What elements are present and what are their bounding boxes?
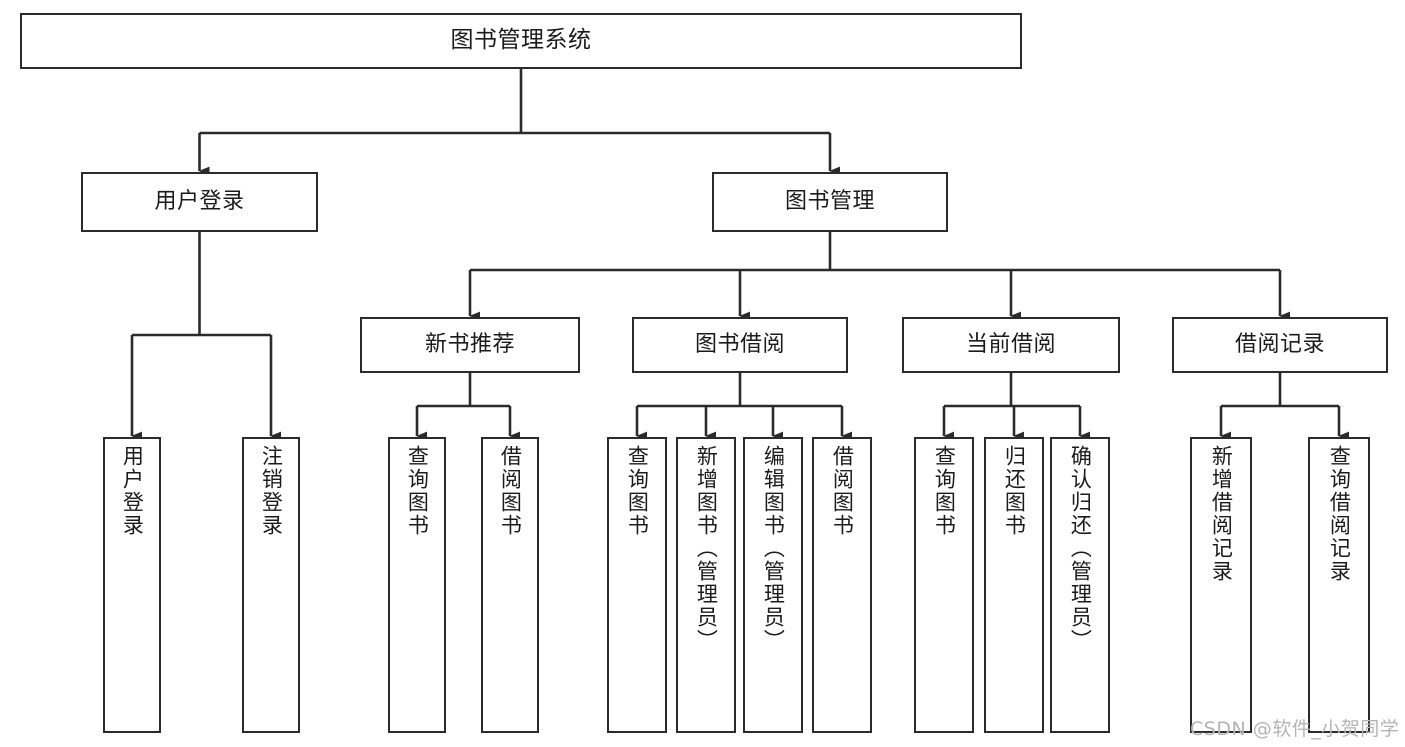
node-label: 查询图书 xyxy=(932,445,957,537)
node-label: 查询借阅记录 xyxy=(1327,445,1352,583)
node-user-login[interactable]: 用户登录 xyxy=(81,172,318,232)
node-label: 新增图书（管理员） xyxy=(694,445,719,652)
node-leaf-query-book-2[interactable]: 查询图书 xyxy=(607,437,667,733)
node-label: 查询图书 xyxy=(405,445,430,537)
node-leaf-borrow-book-1[interactable]: 借阅图书 xyxy=(481,437,539,733)
node-leaf-user-login[interactable]: 用户登录 xyxy=(103,437,161,733)
node-label: 借阅图书 xyxy=(498,445,523,537)
node-leaf-query-book-1[interactable]: 查询图书 xyxy=(388,437,446,733)
node-label: 编辑图书（管理员） xyxy=(761,445,786,652)
node-label: 图书借阅 xyxy=(694,332,785,358)
node-label: 确认归还（管理员） xyxy=(1068,445,1093,652)
node-current-borrow[interactable]: 当前借阅 xyxy=(902,317,1120,373)
node-book-manage[interactable]: 图书管理 xyxy=(712,172,948,232)
node-label: 新书推荐 xyxy=(424,332,515,358)
node-label: 新增借阅记录 xyxy=(1209,445,1234,583)
node-root[interactable]: 图书管理系统 xyxy=(20,13,1022,69)
node-label: 图书管理 xyxy=(784,189,875,215)
node-leaf-query-record[interactable]: 查询借阅记录 xyxy=(1308,437,1370,733)
node-label: 借阅记录 xyxy=(1234,332,1325,358)
node-leaf-query-book-3[interactable]: 查询图书 xyxy=(914,437,974,733)
node-label: 查询图书 xyxy=(625,445,650,537)
node-leaf-add-book[interactable]: 新增图书（管理员） xyxy=(676,437,736,733)
node-label: 用户登录 xyxy=(154,189,245,215)
node-leaf-logout[interactable]: 注销登录 xyxy=(242,437,300,733)
node-label: 当前借阅 xyxy=(965,332,1056,358)
node-label: 图书管理系统 xyxy=(450,27,592,54)
node-label: 注销登录 xyxy=(259,445,284,537)
node-new-book-recommend[interactable]: 新书推荐 xyxy=(360,317,580,373)
node-label: 归还图书 xyxy=(1002,445,1027,537)
node-borrow-record[interactable]: 借阅记录 xyxy=(1172,317,1388,373)
node-leaf-borrow-book-2[interactable]: 借阅图书 xyxy=(812,437,872,733)
node-book-borrow[interactable]: 图书借阅 xyxy=(632,317,848,373)
node-leaf-return-book[interactable]: 归还图书 xyxy=(984,437,1044,733)
node-leaf-add-record[interactable]: 新增借阅记录 xyxy=(1190,437,1252,733)
node-label: 用户登录 xyxy=(120,445,145,537)
node-label: 借阅图书 xyxy=(830,445,855,537)
node-leaf-confirm-return[interactable]: 确认归还（管理员） xyxy=(1050,437,1110,733)
node-leaf-edit-book[interactable]: 编辑图书（管理员） xyxy=(743,437,803,733)
